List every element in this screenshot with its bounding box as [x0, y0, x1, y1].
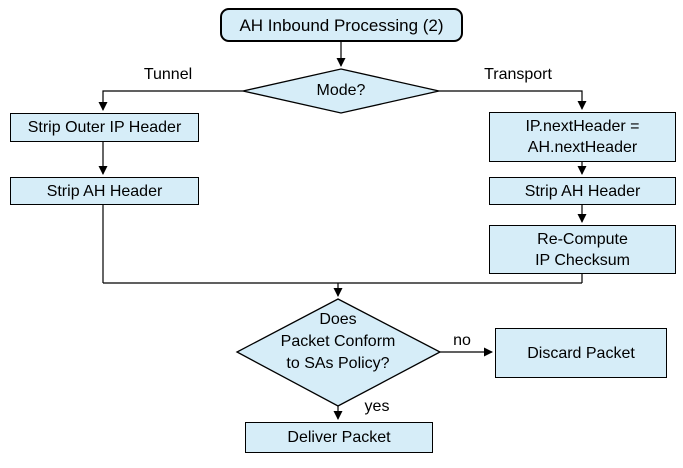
node-recompute-checksum-line2: IP Checksum — [535, 251, 630, 269]
node-strip-ah-transport-label: Strip AH Header — [524, 182, 641, 200]
node-policy-check-line3: to SAs Policy? — [286, 355, 390, 372]
node-ip-next-header: IP.nextHeader = AH.nextHeader — [489, 112, 676, 162]
edge-label-tunnel: Tunnel — [143, 66, 193, 83]
edge-label-transport: Transport — [484, 66, 552, 83]
node-discard-packet-label: Discard Packet — [527, 344, 635, 362]
edge-merge-lines — [102, 205, 583, 284]
node-strip-outer-ip-label: Strip Outer IP Header — [27, 119, 182, 136]
node-strip-ah-tunnel: Strip AH Header — [10, 177, 199, 205]
node-start: AH Inbound Processing (2) — [220, 8, 463, 42]
node-policy-check-label-wrap: Does Packet Conform to SAs Policy? — [248, 308, 428, 376]
node-ip-next-header-line1: IP.nextHeader = — [525, 118, 640, 135]
node-ip-next-header-line2: AH.nextHeader — [527, 139, 638, 156]
node-policy-check-line1: Does — [319, 311, 357, 328]
edge-tunnel-branch — [98, 90, 243, 111]
node-mode-label: Mode? — [316, 82, 366, 99]
edge-transport-branch — [439, 90, 587, 110]
node-strip-ah-transport: Strip AH Header — [489, 177, 676, 205]
node-strip-ah-tunnel-label: Strip AH Header — [46, 182, 163, 200]
node-recompute-checksum-line1: Re-Compute — [537, 230, 628, 248]
edge-label-yes: yes — [364, 398, 390, 415]
mode-decision-diamond — [242, 68, 440, 114]
node-strip-outer-ip: Strip Outer IP Header — [10, 113, 199, 142]
node-start-label: AH Inbound Processing (2) — [239, 15, 444, 35]
node-deliver-packet-label: Deliver Packet — [287, 429, 391, 446]
node-recompute-checksum: Re-Compute IP Checksum — [489, 225, 676, 274]
node-mode-label-wrap: Mode? — [243, 69, 439, 113]
node-policy-check-line2: Packet Conform — [280, 333, 396, 350]
node-deliver-packet: Deliver Packet — [245, 422, 433, 453]
node-discard-packet: Discard Packet — [495, 328, 667, 378]
edge-label-no: no — [453, 332, 471, 349]
